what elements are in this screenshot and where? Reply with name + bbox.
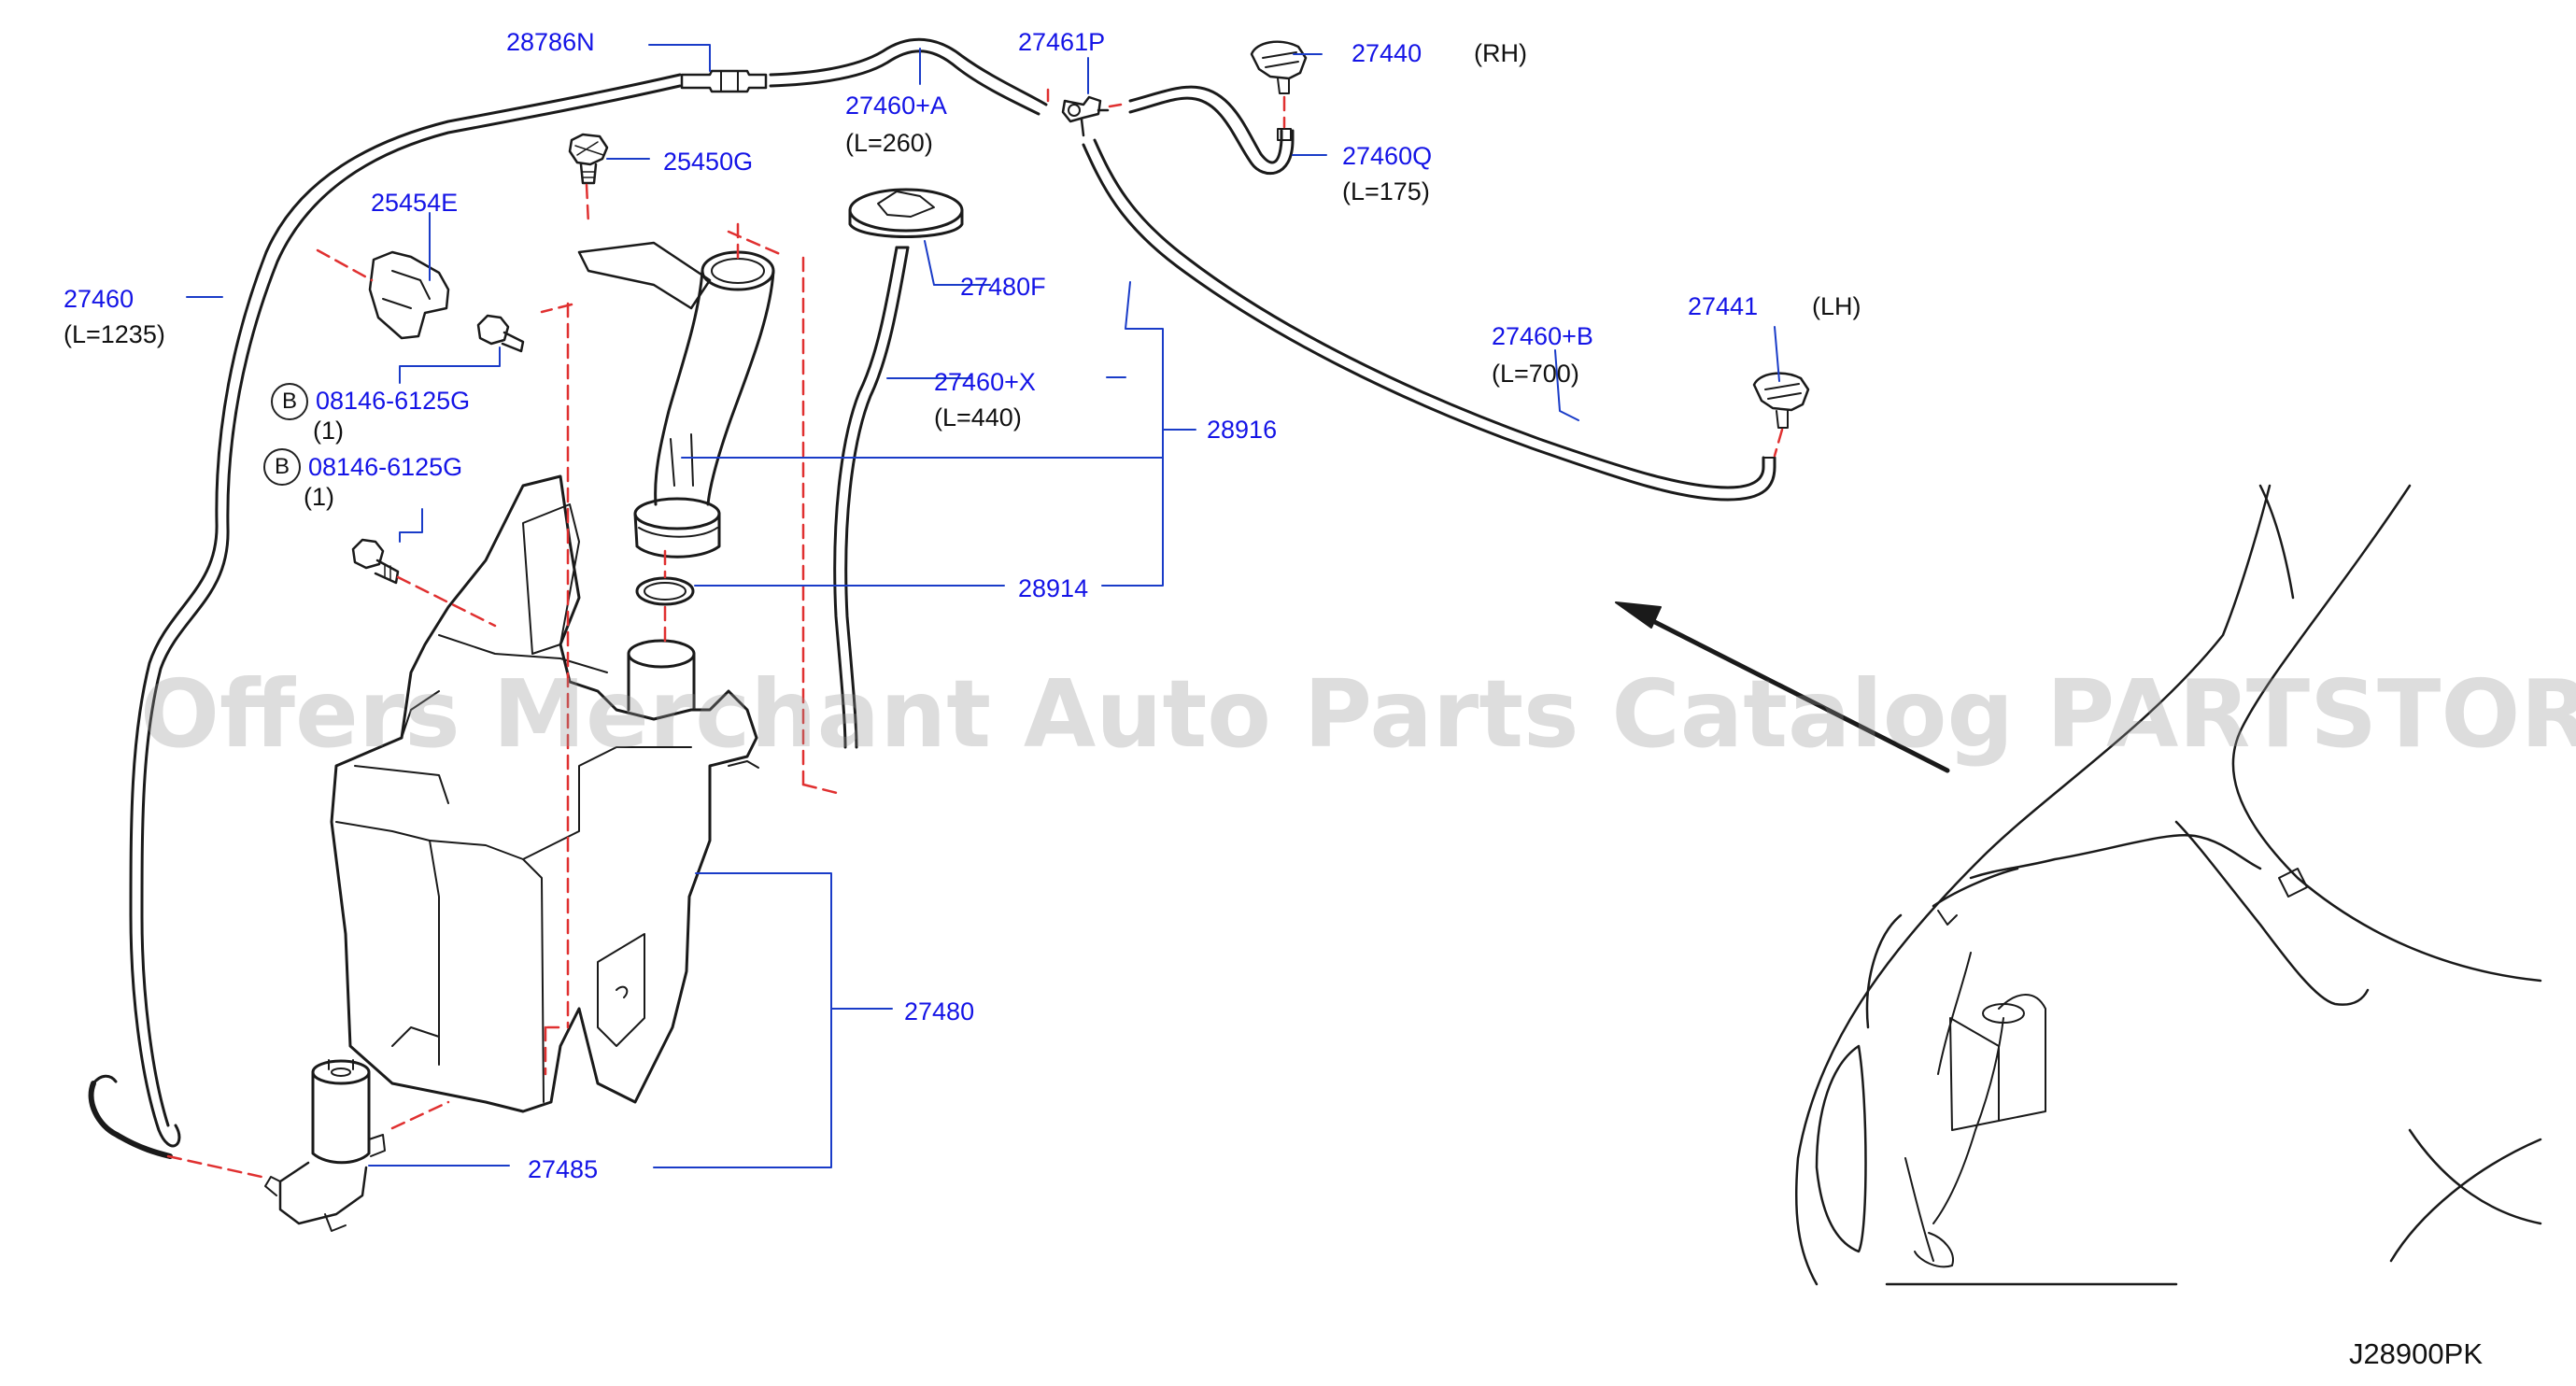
connector-28786n	[680, 69, 768, 93]
nozzle-27441	[1752, 372, 1810, 468]
label-08146-6125g-a[interactable]: 08146-6125G	[316, 387, 471, 415]
label-27460-q[interactable]: 27460Q	[1342, 142, 1433, 170]
pump-27485	[264, 1059, 386, 1232]
label-27460-x[interactable]: 27460+X	[934, 368, 1036, 396]
label-27460-b-length: (L=700)	[1492, 360, 1579, 388]
label-27440[interactable]: 27440	[1352, 39, 1422, 67]
leader-lines	[186, 44, 1780, 1168]
label-27441[interactable]: 27441	[1688, 292, 1759, 320]
label-08146-6125g-a-qty: (1)	[313, 417, 344, 445]
label-27480f[interactable]: 27480F	[960, 273, 1046, 301]
label-27441-note: (LH)	[1812, 292, 1861, 320]
hose-27460-b	[1082, 138, 1776, 502]
label-27440-note: (RH)	[1474, 39, 1527, 67]
cap-27480f	[848, 188, 964, 238]
label-27460-a[interactable]: 27460+A	[845, 92, 947, 120]
vehicle-location-inset	[1794, 484, 2542, 1286]
label-27480[interactable]: 27480	[904, 997, 975, 1025]
label-25454e[interactable]: 25454E	[371, 189, 459, 217]
label-27460-x-length: (L=440)	[934, 403, 1022, 431]
filler-neck-28916	[577, 241, 775, 559]
direction-arrow-icon	[1615, 601, 1950, 773]
label-27460-q-length: (L=175)	[1342, 177, 1430, 205]
hose-27460-x	[833, 246, 910, 749]
label-08146-6125g-b[interactable]: 08146-6125G	[308, 453, 463, 481]
joint-27461p	[1061, 95, 1110, 137]
label-08146-6125g-b-qty: (1)	[304, 483, 334, 511]
label-25450g[interactable]: 25450G	[663, 148, 754, 176]
label-27460[interactable]: 27460	[64, 285, 134, 313]
label-27460-length: (L=1235)	[64, 320, 165, 348]
badge-b-icon: B	[263, 448, 301, 486]
label-28786n[interactable]: 28786N	[506, 28, 595, 56]
assembly-dashed-lines	[166, 88, 1784, 1179]
tank-27480	[330, 474, 759, 1113]
bolt-08146-6125g-b	[351, 538, 400, 585]
label-27461p[interactable]: 27461P	[1018, 28, 1106, 56]
bracket-25454e	[368, 250, 450, 340]
diagram-code: J28900PK	[2348, 1337, 2483, 1370]
clip-25450g	[568, 133, 609, 185]
label-27485[interactable]: 27485	[528, 1155, 599, 1183]
label-28914[interactable]: 28914	[1018, 574, 1089, 602]
nozzle-27440	[1250, 40, 1308, 141]
badge-b-icon: B	[271, 383, 308, 420]
hose-27460-q	[1128, 85, 1295, 176]
bolt-08146-6125g-a	[476, 314, 525, 353]
label-27460-b[interactable]: 27460+B	[1492, 322, 1593, 350]
label-28916[interactable]: 28916	[1207, 416, 1278, 444]
hose-27460	[88, 73, 682, 1159]
label-27460-a-length: (L=260)	[845, 129, 933, 157]
